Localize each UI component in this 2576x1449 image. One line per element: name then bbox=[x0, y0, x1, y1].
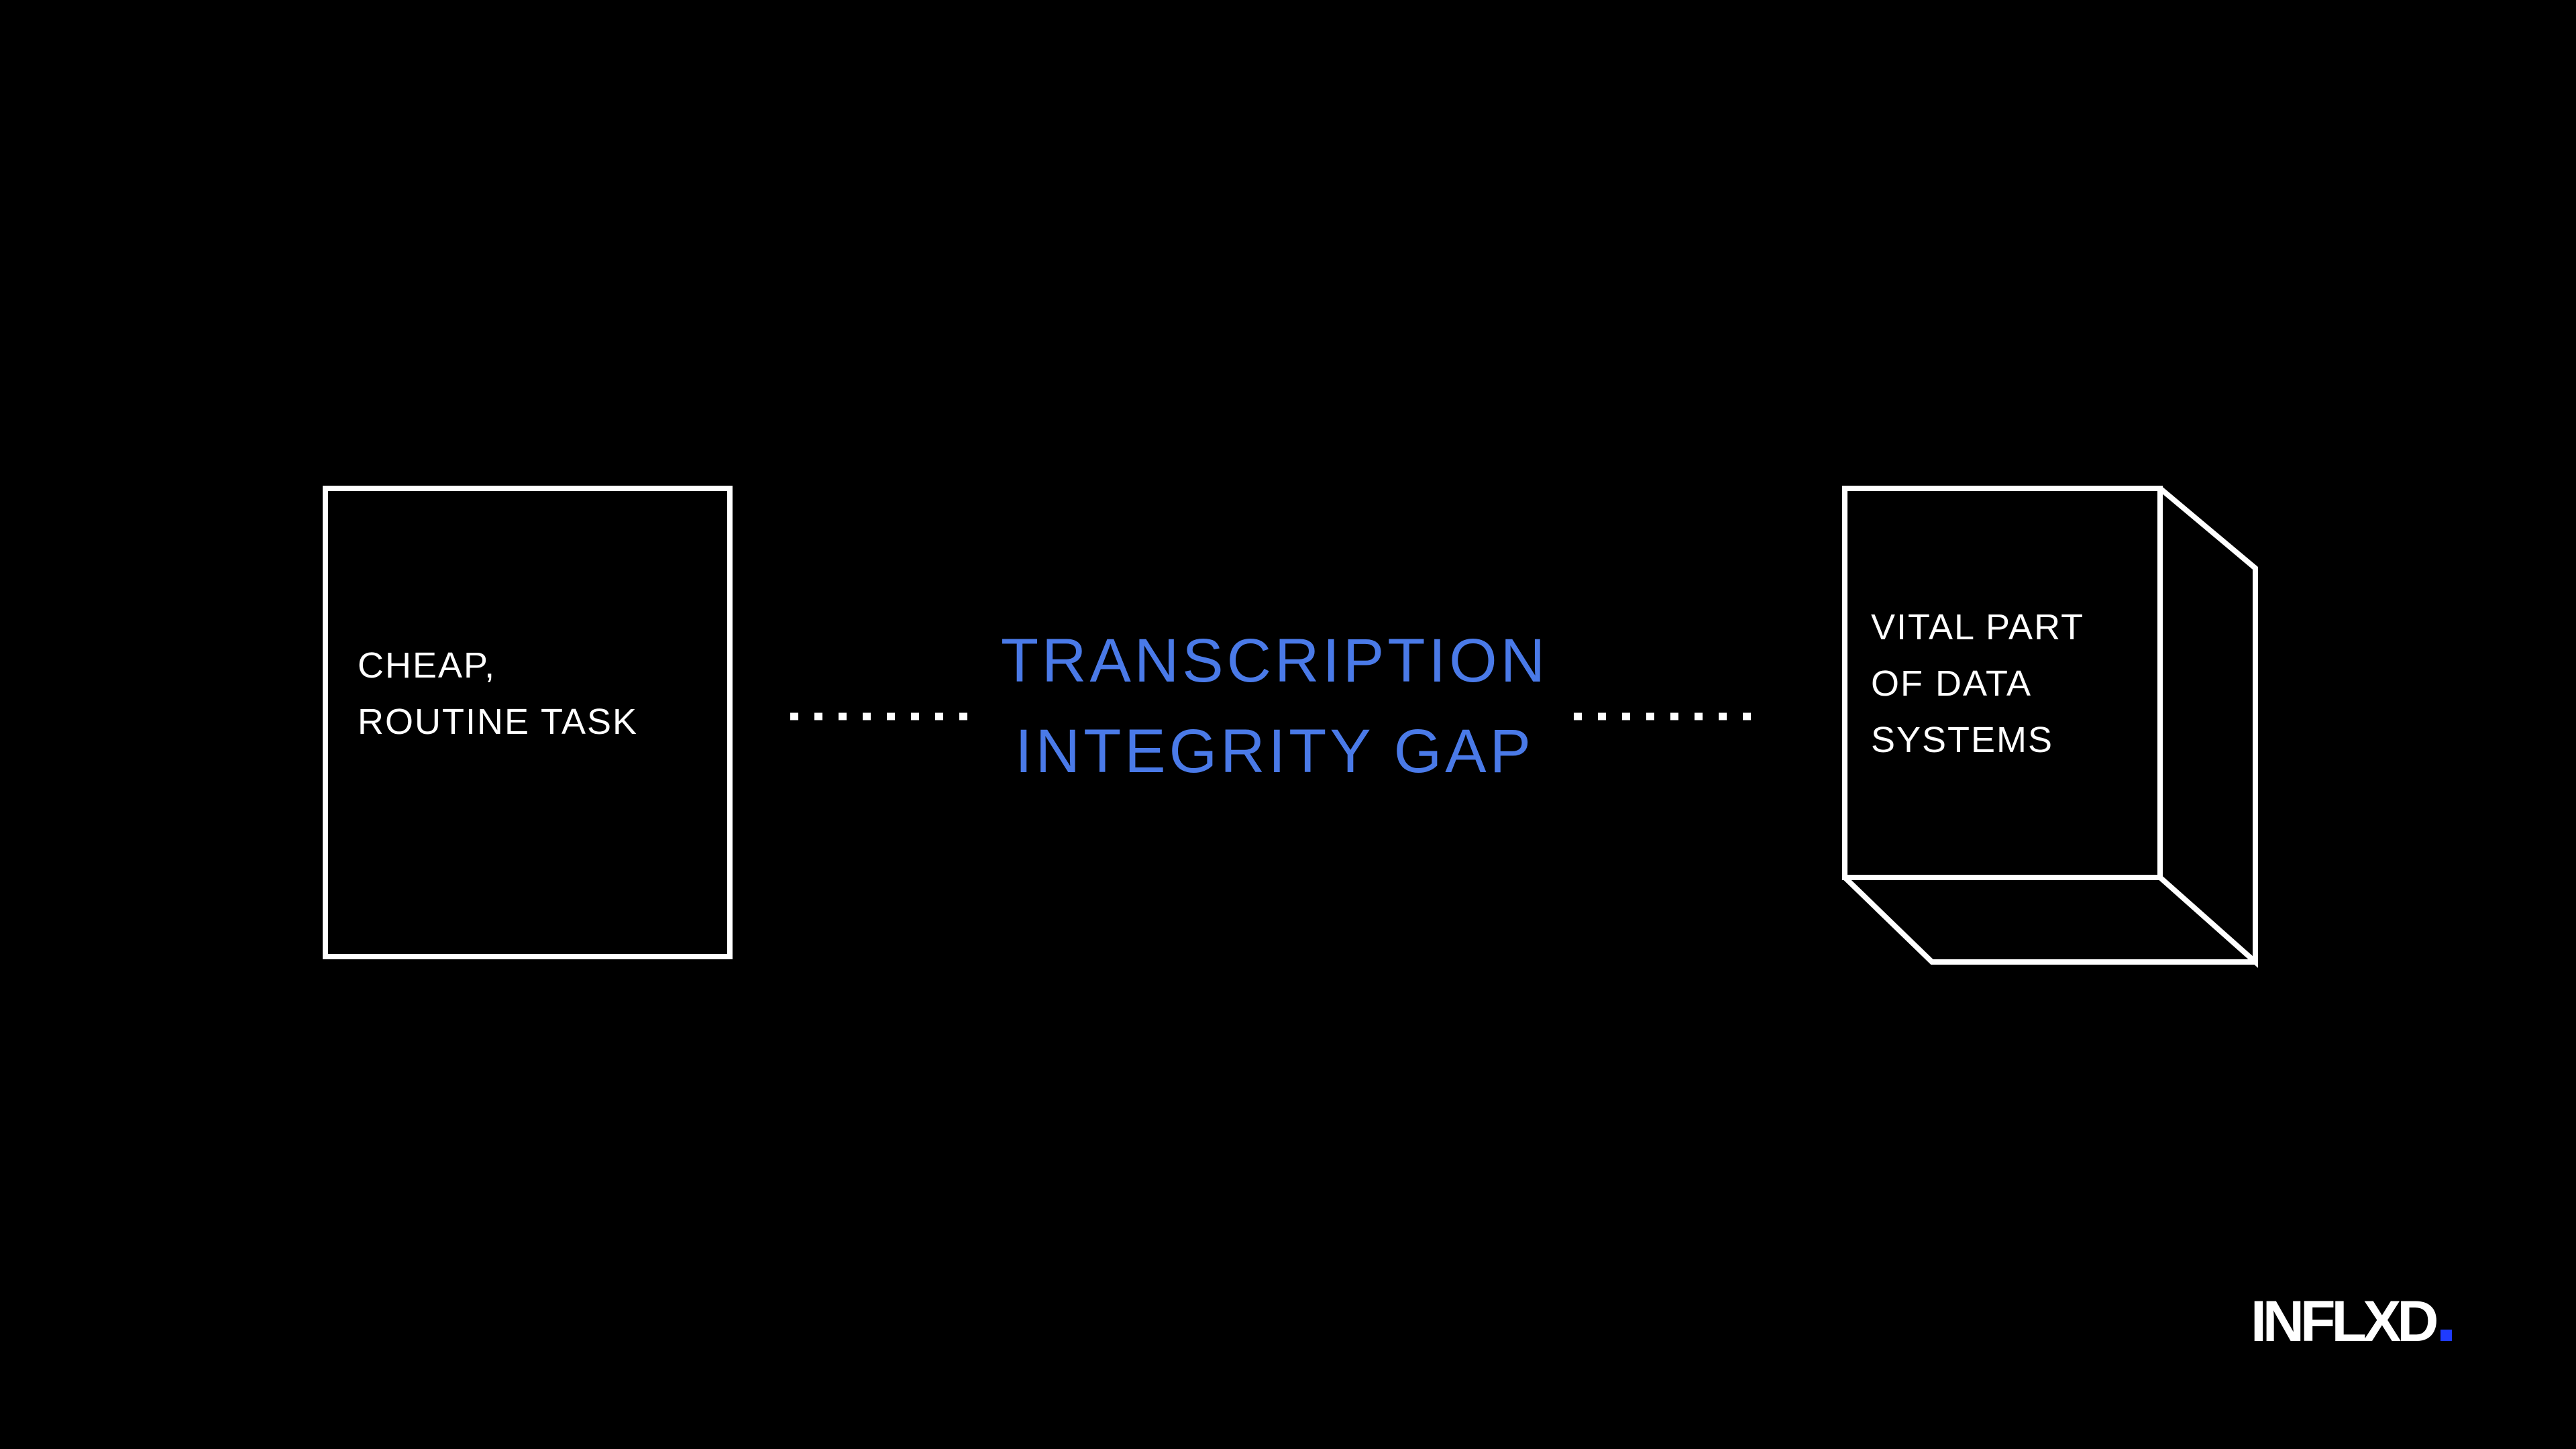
left-box-outline bbox=[323, 486, 733, 959]
right-cube-outline bbox=[1842, 486, 2258, 968]
right-cube-bottom-face bbox=[1843, 875, 2255, 965]
right-box-label-line-1: VITAL PART bbox=[1871, 607, 2085, 647]
left-box-label-line-1: CHEAP, bbox=[358, 645, 496, 686]
gap-title-line-2: INTEGRITY GAP bbox=[1015, 717, 1534, 786]
right-box-label: VITAL PART OF DATA SYSTEMS bbox=[1871, 599, 2084, 768]
brand-logo-dot bbox=[2440, 1330, 2452, 1341]
right-cube-front-face bbox=[1842, 486, 2163, 880]
right-cube-side-face bbox=[2158, 486, 2258, 968]
gap-title-line-1: TRANSCRIPTION bbox=[1000, 627, 1549, 695]
left-box-label-line-2: ROUTINE TASK bbox=[358, 702, 639, 742]
right-box-label-line-2: OF DATA bbox=[1871, 663, 2032, 704]
right-box-label-line-3: SYSTEMS bbox=[1871, 720, 2054, 760]
brand-logo-text: INFLXD bbox=[2251, 1289, 2439, 1354]
left-box-label: CHEAP, ROUTINE TASK bbox=[358, 637, 638, 750]
gap-title: TRANSCRIPTION INTEGRITY GAP bbox=[953, 616, 1597, 797]
brand-logo: INFLXD bbox=[2251, 1291, 2452, 1352]
